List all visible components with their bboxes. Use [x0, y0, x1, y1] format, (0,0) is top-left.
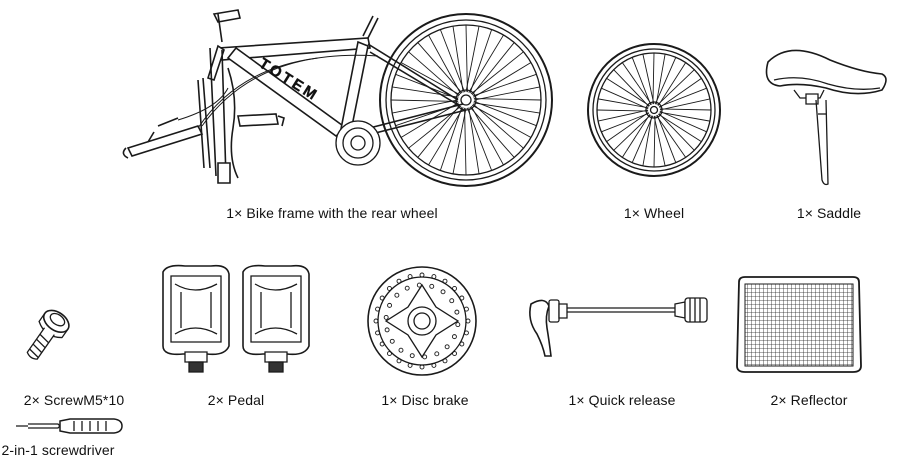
pedal-icon	[155, 262, 315, 377]
handlebar	[123, 114, 284, 158]
screw-caption: 2× ScrewM5*10	[23, 392, 125, 408]
screwdriver-icon	[14, 416, 124, 436]
chainring	[336, 121, 380, 165]
screw-icon	[30, 305, 110, 365]
saddle-caption: 1× Saddle	[796, 205, 862, 221]
reflector-icon	[735, 276, 863, 378]
rear-wheel	[380, 14, 552, 186]
bike-frame-illustration: TOTEM	[118, 8, 563, 193]
reflector-caption: 2× Reflector	[770, 392, 848, 408]
wheel-caption: 1× Wheel	[623, 205, 685, 221]
fork-and-stem	[198, 10, 240, 183]
frame-tubes	[208, 16, 466, 140]
wheel-icon	[584, 40, 724, 180]
quick-release-caption: 1× Quick release	[568, 392, 676, 408]
quick-release-icon	[525, 290, 720, 360]
disc-brake-icon	[366, 265, 478, 377]
disc-brake-caption: 1× Disc brake	[381, 392, 469, 408]
saddle-icon	[760, 44, 890, 194]
screwdriver-caption: 2-in-1 screwdriver	[1, 442, 115, 458]
cables	[178, 55, 378, 128]
bike-frame-caption: 1× Bike frame with the rear wheel	[226, 205, 438, 221]
pedal-caption: 2× Pedal	[207, 392, 265, 408]
